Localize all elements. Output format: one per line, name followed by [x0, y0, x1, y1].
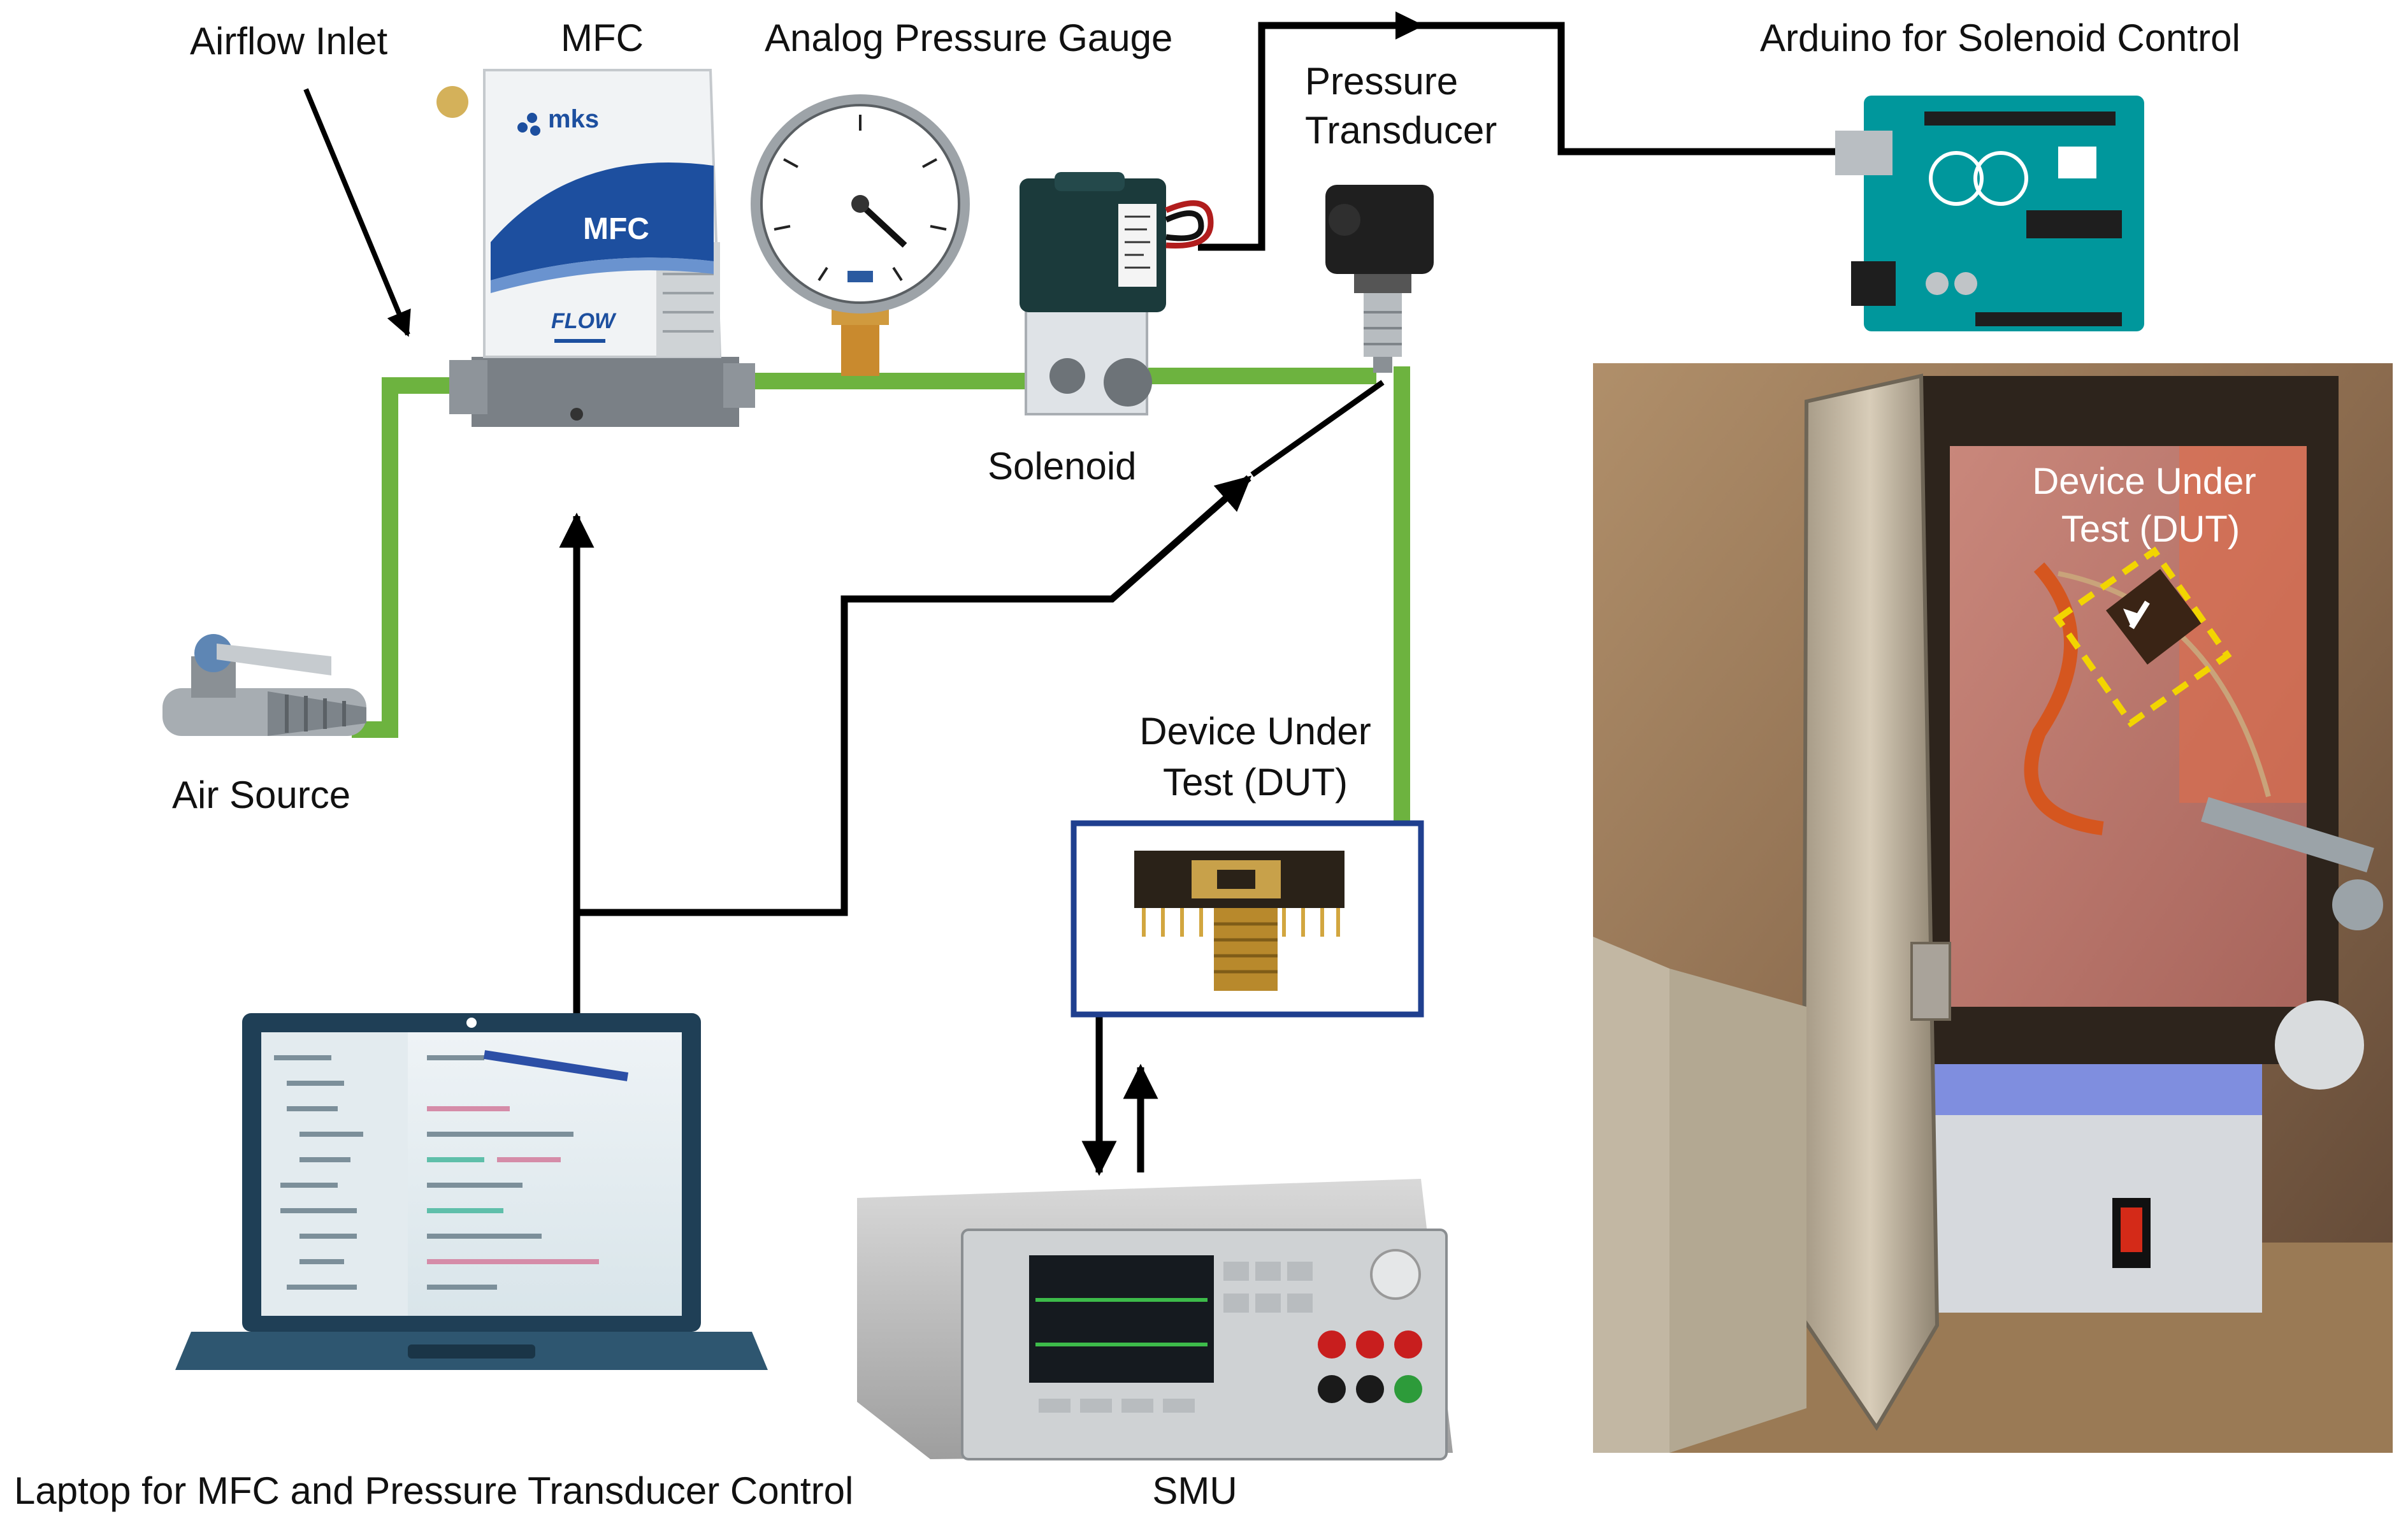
air-tubing	[352, 366, 1410, 822]
mfc-face-text: MFC	[583, 212, 649, 246]
pressure-transducer-icon	[1325, 185, 1434, 373]
air-valve-icon	[162, 634, 366, 736]
smu-label: SMU	[1152, 1469, 1237, 1512]
smu-instrument-icon	[857, 1179, 1453, 1460]
dut-label-line2: Test (DUT)	[1163, 761, 1348, 804]
pressure-gauge-icon	[751, 94, 970, 376]
photo-dut-label-line1: Device Under	[2032, 461, 2256, 502]
airflow-inlet-arrow	[303, 88, 411, 337]
air-source-label: Air Source	[172, 774, 350, 816]
dut-chip-icon	[1134, 851, 1345, 991]
analog-pressure-gauge-label: Analog Pressure Gauge	[765, 17, 1172, 59]
laptop-label: Laptop for MFC and Pressure Transducer C…	[14, 1469, 853, 1512]
photo-dut-label-line2: Test (DUT)	[2061, 508, 2240, 550]
arduino-label: Arduino for Solenoid Control	[1760, 17, 2240, 59]
mfc-flow-text: FLOW	[551, 309, 617, 333]
mfc-label: MFC	[561, 17, 644, 59]
laptop-icon	[175, 1013, 768, 1370]
mfc-device-icon: mks MFC FLOW	[436, 69, 755, 427]
arduino-board-icon	[1835, 96, 2144, 331]
airflow-inlet-label: Airflow Inlet	[190, 20, 387, 62]
test-chamber-photo: Device Under Test (DUT)	[1593, 363, 2393, 1453]
dut-label-line1: Device Under	[1139, 710, 1371, 753]
transducer-wire	[1250, 380, 1385, 477]
pressure-transducer-label-line1: Pressure	[1305, 60, 1458, 103]
mfc-brand-text: mks	[548, 105, 599, 133]
solenoid-signal-arrow	[1395, 11, 1424, 40]
dut-panel	[1071, 820, 1424, 1018]
pressure-transducer-label-line2: Transducer	[1305, 109, 1497, 152]
solenoid-valve-icon	[1020, 172, 1214, 415]
solenoid-label: Solenoid	[988, 445, 1137, 487]
